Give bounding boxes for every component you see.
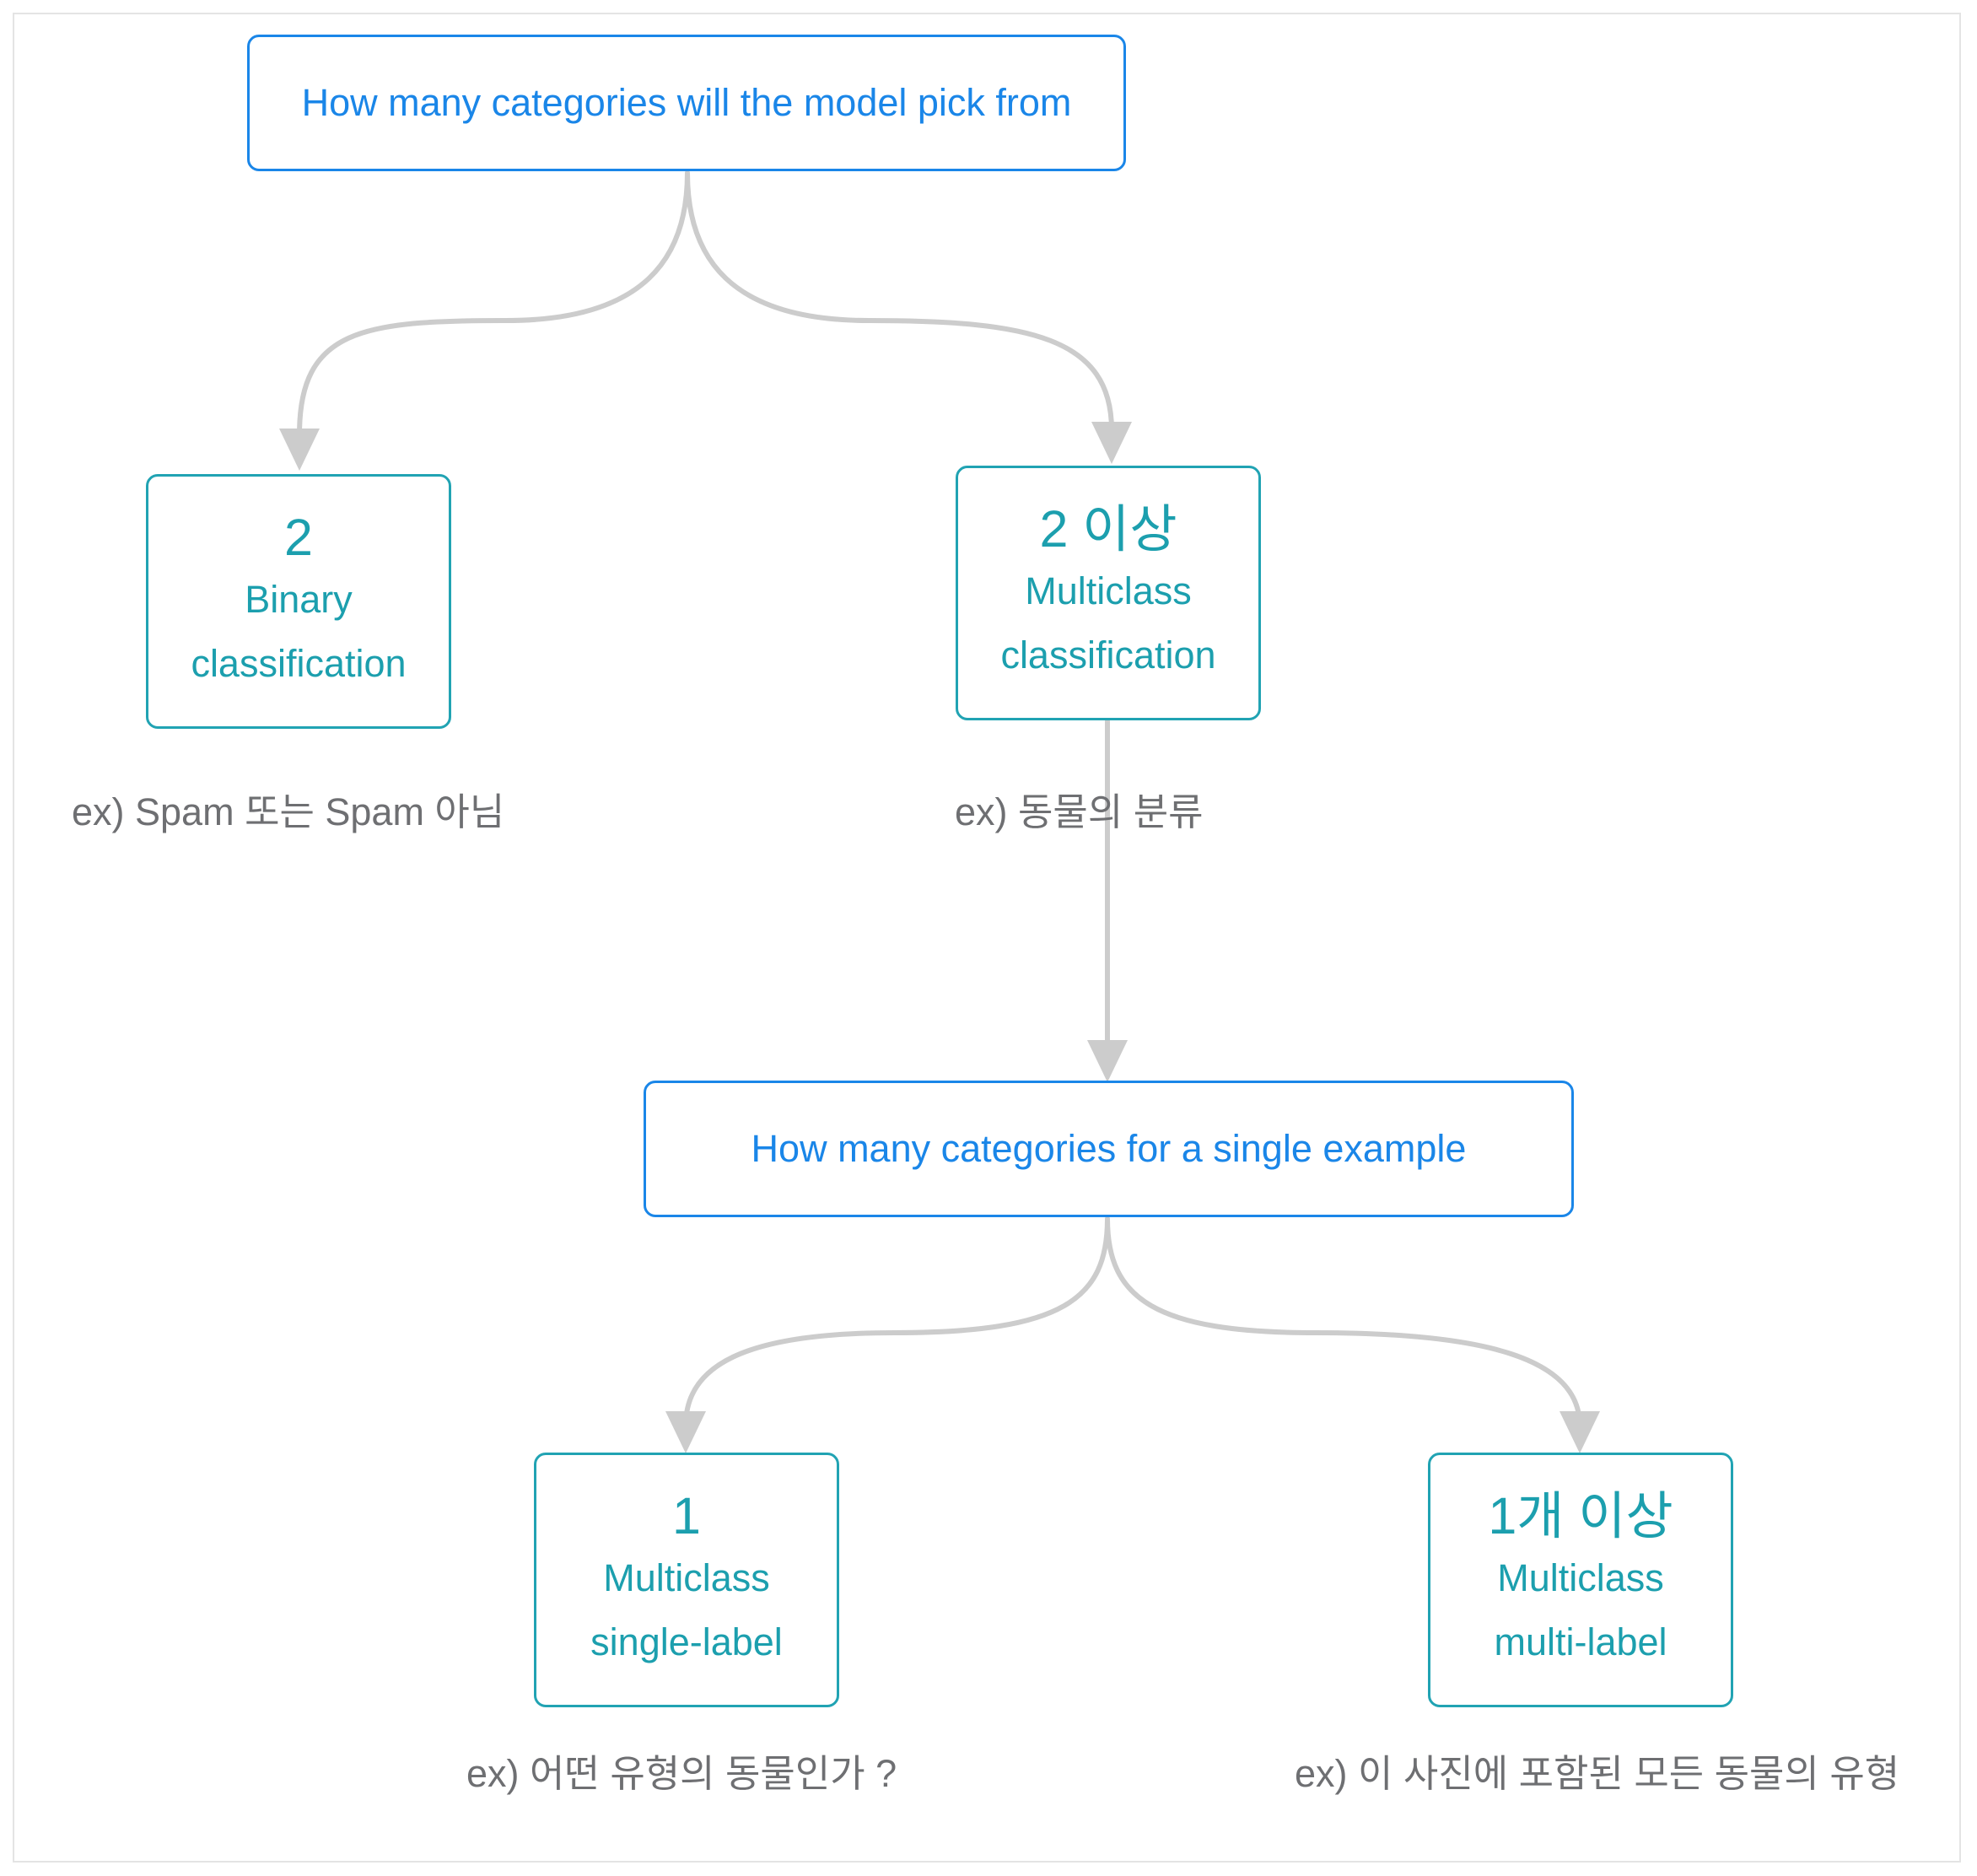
node-label-line2: classification (1000, 633, 1216, 677)
edge-q2-to-single-label (683, 1216, 1110, 1428)
node-label-line1: Binary (245, 578, 353, 621)
question-node-model-categories: How many categories will the model pick … (247, 35, 1126, 171)
question-text: How many categories for a single example (751, 1127, 1467, 1170)
arrowhead-single-label (665, 1411, 706, 1453)
category-count: 2 이상 (1039, 500, 1177, 558)
node-label-line2: classification (191, 642, 407, 685)
edge-q1-to-binary (297, 170, 690, 437)
binary-example-text: ex) Spam 또는 Spam 아님 (72, 790, 505, 833)
arrowhead-q2 (1087, 1040, 1128, 1082)
binary-classification-node: 2 Binary classification (146, 474, 451, 729)
category-count: 1개 이상 (1488, 1487, 1673, 1544)
node-label-line2: multi-label (1494, 1620, 1667, 1663)
node-label-line1: Multiclass (1497, 1556, 1664, 1599)
question-node-single-example: How many categories for a single example (644, 1081, 1574, 1217)
multiclass-multi-label-node: 1개 이상 Multiclass multi-label (1428, 1453, 1733, 1707)
node-label-line1: Multiclass (603, 1556, 770, 1599)
edge-q2-to-multi-label (1105, 1216, 1582, 1428)
multiclass-example-text: ex) 동물의 분류 (955, 790, 1204, 833)
edge-q1-to-multiclass (685, 170, 1114, 433)
single-label-example-text: ex) 어떤 유형의 동물인가 ? (466, 1752, 897, 1795)
question-text: How many categories will the model pick … (301, 81, 1072, 124)
multiclass-single-label-node: 1 Multiclass single-label (534, 1453, 839, 1707)
node-label-line1: Multiclass (1025, 569, 1192, 612)
arrowhead-multi-label (1560, 1411, 1600, 1453)
category-count: 1 (672, 1487, 701, 1544)
arrowhead-multiclass (1091, 422, 1132, 464)
multi-label-example-text: ex) 이 사진에 포함된 모든 동물의 유형 (1295, 1752, 1900, 1795)
arrowhead-binary (279, 429, 320, 471)
node-label-line2: single-label (590, 1620, 783, 1663)
multiclass-classification-node: 2 이상 Multiclass classification (956, 466, 1261, 720)
category-count: 2 (284, 509, 313, 566)
